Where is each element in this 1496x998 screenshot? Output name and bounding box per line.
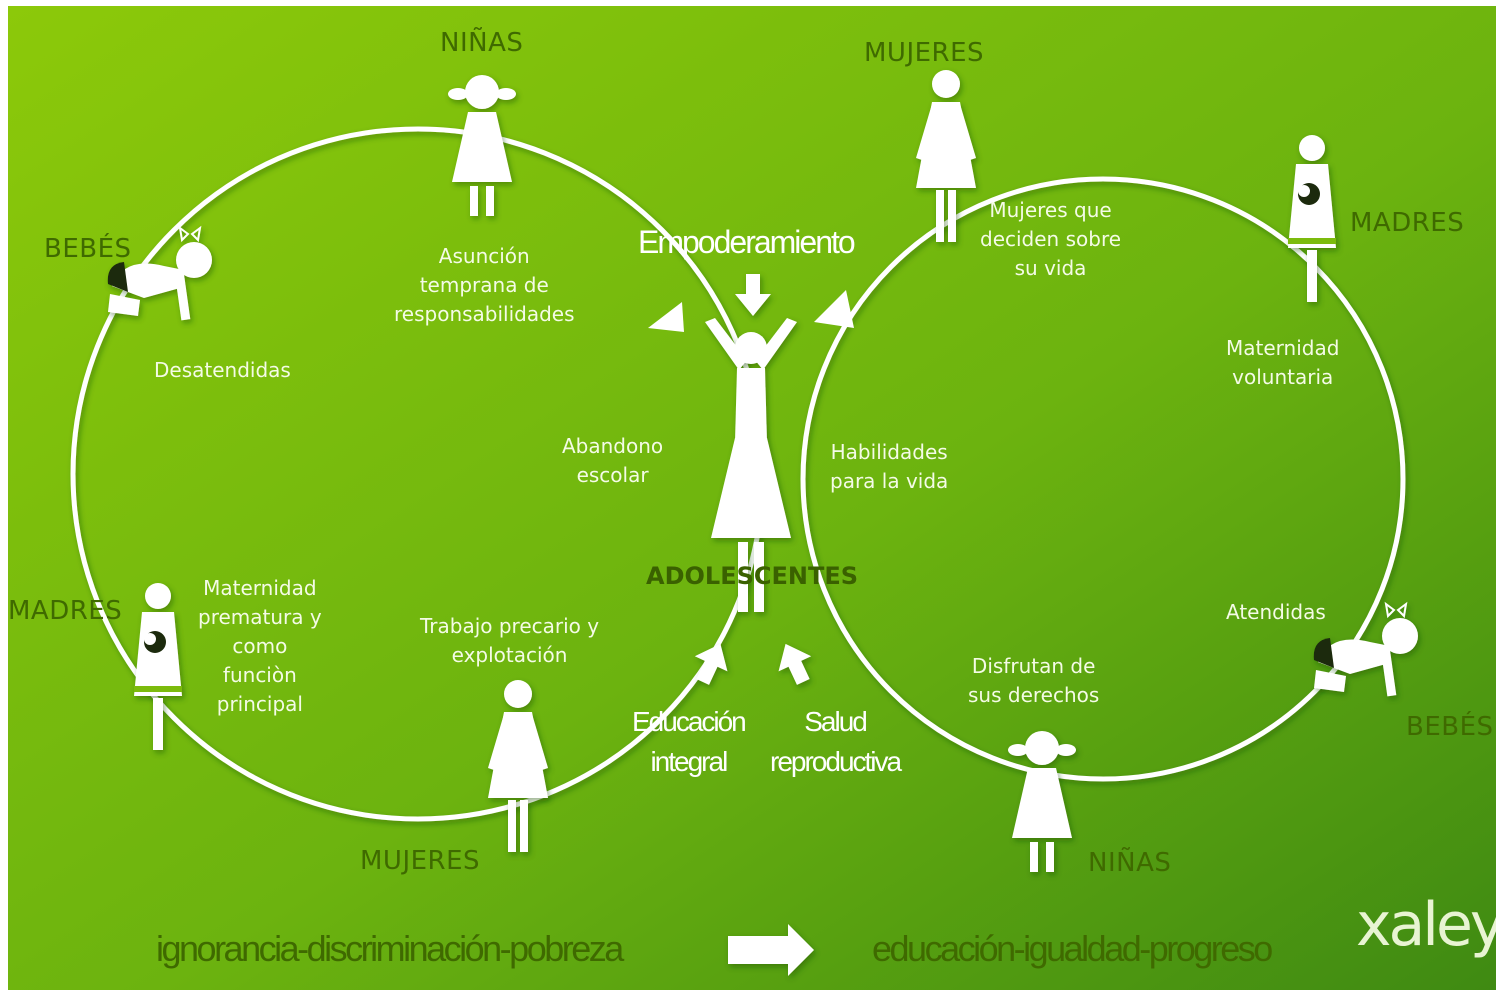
right-girls-description: Disfrutan de sus derechos — [968, 654, 1100, 707]
left-babies-description: Desatendidas — [154, 358, 291, 382]
right-babies-description: Atendidas — [1226, 600, 1326, 624]
left-mothers-description: Maternidad prematura y como funciòn prin… — [198, 576, 322, 716]
right-babies-caption: BEBÉS — [1406, 712, 1494, 742]
left-women-caption: MUJERES — [360, 846, 481, 876]
health-label: Salud reproductiva — [770, 706, 902, 777]
footer-negative-cycle: ignorancia-discriminación-pobreza — [156, 928, 624, 969]
left-girls-caption: NIÑAS — [440, 28, 524, 58]
right-mothers-caption: MADRES — [1350, 208, 1465, 238]
education-label: Educación integral — [632, 706, 747, 777]
footer-positive-cycle: educación-igualdad-progreso — [872, 928, 1273, 969]
brand-logo: xaley — [1356, 890, 1496, 960]
right-women-caption: MUJERES — [864, 38, 985, 68]
left-teen-description: Abandono escolar — [562, 434, 664, 487]
left-mothers-caption: MADRES — [8, 596, 123, 626]
right-women-description: Mujeres que deciden sobre su vida — [980, 198, 1122, 280]
diagram-canvas — [8, 6, 1496, 990]
left-girls-description: Asunción temprana de responsabilidades — [394, 244, 575, 326]
left-women-description: Trabajo precario y explotación — [420, 614, 600, 667]
left-cycle-arrow-icon — [648, 302, 684, 332]
cycle-diagram: NIÑAS Asunción temprana de responsabilid… — [8, 6, 1496, 990]
right-mothers-description: Maternidad voluntaria — [1226, 336, 1340, 389]
right-cycle-ring — [800, 176, 1406, 782]
transition-arrow-icon — [728, 924, 814, 976]
empowerment-label: Empoderamiento — [638, 224, 856, 260]
right-teen-description: Habilidades para la vida — [830, 440, 949, 493]
left-babies-caption: BEBÉS — [44, 234, 132, 264]
right-cycle-arrow-icon — [814, 290, 854, 328]
adolescents-label: ADOLESCENTES — [646, 562, 859, 590]
right-girls-caption: NIÑAS — [1088, 848, 1172, 878]
